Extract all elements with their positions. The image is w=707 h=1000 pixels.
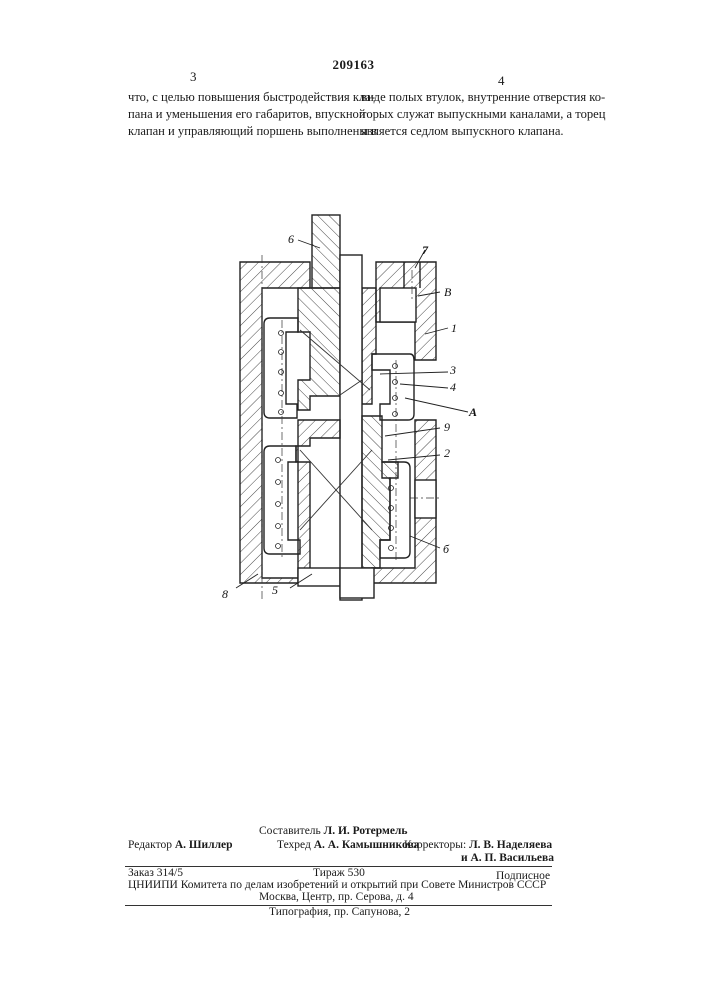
label-B: В (444, 285, 452, 299)
top-rod (312, 215, 340, 288)
upper-piston (298, 288, 340, 410)
bottom-rod-center (340, 568, 374, 598)
label-6-top: 6 (288, 232, 294, 246)
label-9: 9 (444, 420, 450, 434)
upper-left-spring-chamber (264, 318, 298, 418)
label-1: 1 (451, 321, 457, 335)
lower-piston (362, 416, 398, 568)
label-2: 2 (444, 446, 450, 460)
label-8: 8 (222, 587, 228, 601)
corrector-1: Л. В. Наделяева (469, 839, 552, 851)
address: Москва, Центр, пр. Серова, д. 4 (259, 891, 414, 903)
label-5: 5 (272, 583, 278, 597)
editor-line: Редактор А. Шиллер (128, 839, 233, 851)
order-number: Заказ 314/5 (128, 867, 183, 879)
upper-right-spring-chamber (372, 354, 414, 420)
correctors-line: Корректоры: Л. В. Наделяева (404, 839, 552, 851)
label-3: 3 (449, 363, 456, 377)
techred-line: Техред А. А. Камышникова (277, 839, 419, 851)
circulation: Тираж 530 (313, 867, 365, 879)
editor-name: А. Шиллер (175, 839, 233, 851)
editor-label: Редактор (128, 839, 172, 851)
label-6-bottom: б (443, 542, 450, 556)
institute: ЦНИИПИ Комитета по делам изобретений и о… (128, 879, 546, 891)
printing: Типография, пр. Сапунова, 2 (269, 906, 410, 918)
rod-center (340, 255, 362, 600)
label-4: 4 (450, 380, 456, 394)
correctors-label: Корректоры: (404, 839, 466, 851)
port-b (380, 288, 416, 322)
port-lower-right (415, 480, 436, 518)
bottom-rod (298, 568, 340, 586)
corrector-2: и А. П. Васильева (461, 852, 554, 864)
compiler-line: Составитель Л. И. Ротермель (259, 825, 407, 837)
upper-piston-right (362, 288, 376, 404)
compiler-name: Л. И. Ротермель (324, 825, 408, 837)
compiler-label: Составитель (259, 825, 321, 837)
label-7: 7 (422, 243, 429, 257)
middle-valve-body (296, 420, 340, 578)
techred-label: Техред (277, 839, 311, 851)
label-A: А (468, 405, 477, 419)
